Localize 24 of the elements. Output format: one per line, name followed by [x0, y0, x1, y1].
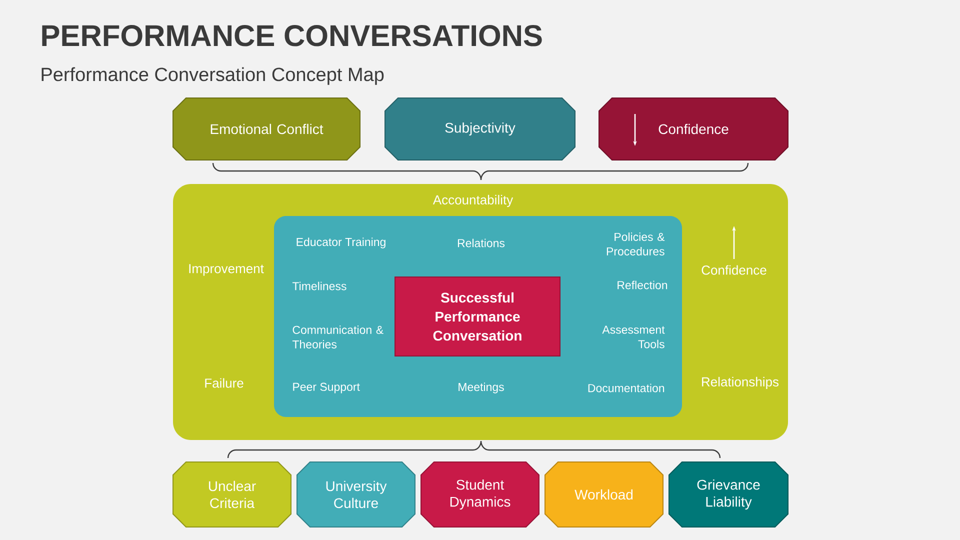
octagon-box: Emotional Conflict: [172, 98, 360, 160]
concept-label: Relationships: [702, 376, 779, 390]
title: PERFORMANCE CONVERSATIONS: [42, 25, 542, 46]
concept-label: Communication & Theories: [292, 326, 384, 348]
octagon-box: Unclear Criteria: [172, 461, 292, 528]
octagon-box: Grievance Liability: [668, 461, 788, 528]
octagon-box: University Culture: [296, 461, 416, 528]
subtitle: Performance Conversation Concept Map: [42, 67, 384, 85]
concept-label: Relations: [458, 238, 505, 248]
concept-label: Assessment Tools: [602, 326, 665, 348]
concept-label: Improvement: [189, 264, 264, 276]
concept-label: Policies & Procedures: [606, 232, 665, 256]
concept-label: Peer Support: [293, 382, 360, 394]
concept-label: Documentation: [588, 384, 664, 392]
concept-label: Confidence: [702, 265, 766, 275]
concept-label: Educator Training: [296, 238, 386, 248]
concept-label: Reflection: [618, 280, 668, 290]
concept-label: Failure: [205, 378, 244, 388]
concept-label: Accountability: [432, 194, 514, 208]
concept-label: Timeliness: [292, 282, 346, 290]
octagon-box: Workload: [544, 461, 664, 528]
octagon-box: Student Dynamics: [420, 461, 540, 528]
concept-label: Meetings: [458, 382, 504, 394]
center-box: Successful Performance Conversation: [394, 276, 560, 356]
